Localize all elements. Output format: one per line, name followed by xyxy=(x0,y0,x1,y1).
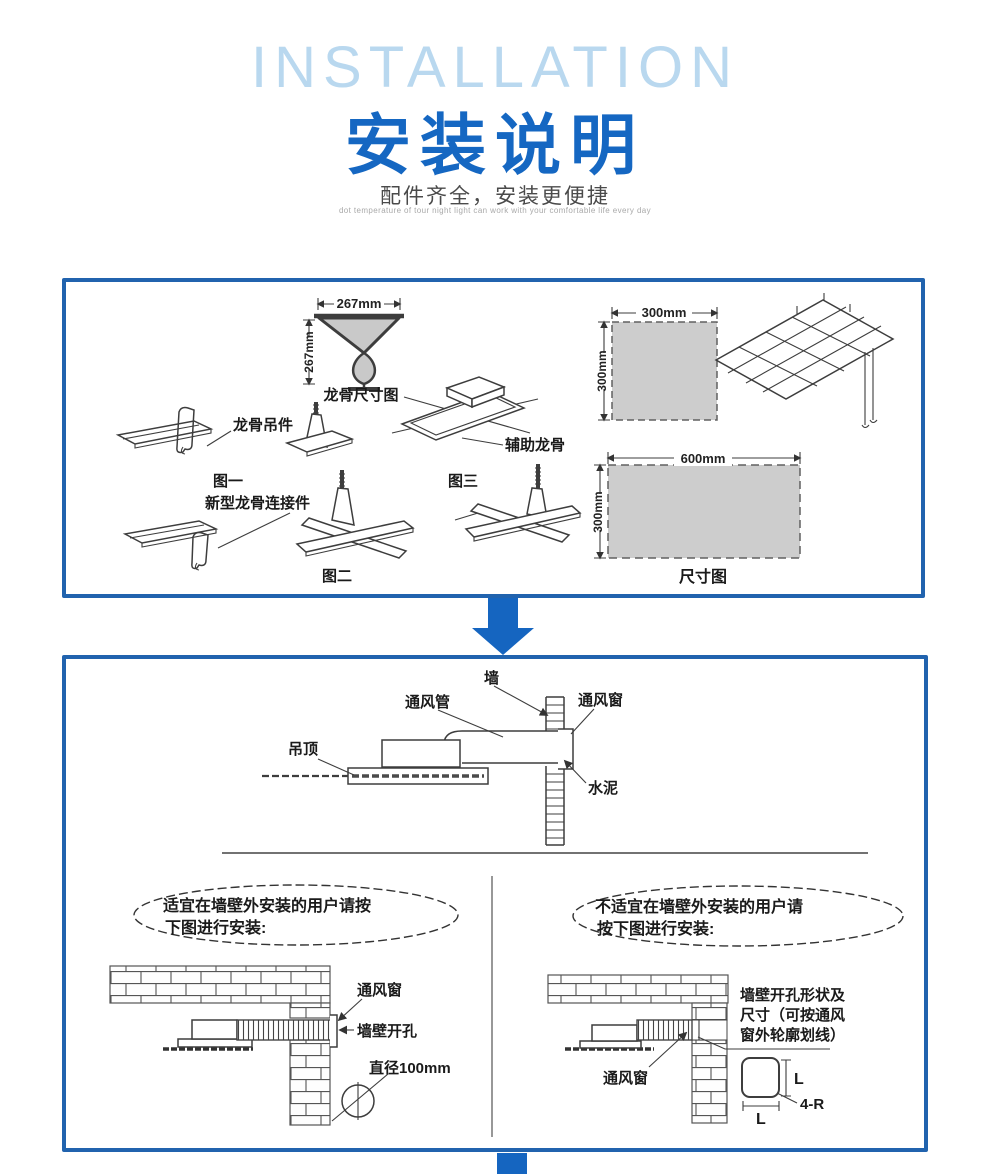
opening-note-line2: 尺寸（可按通风 xyxy=(740,1006,845,1024)
inside-callout-line2: 按下图进行安装: xyxy=(597,919,714,938)
label-keel-hanger: 龙骨吊件 xyxy=(232,416,293,434)
dim-600-width: 600mm xyxy=(681,451,726,466)
vent-installation-panel: 墙 通风管 通风窗 吊顶 水泥 适宜在墙壁外安装的用户请按 下图进行安装: xyxy=(62,655,928,1152)
figure2-crossed-rails: 图二 xyxy=(295,470,415,585)
wall-opening-hole xyxy=(691,1019,728,1041)
header-subtitle: 配件齐全，安装更便捷 xyxy=(380,185,610,208)
brick-wall-horizontal xyxy=(547,974,729,1004)
label-aux-keel: 辅助龙骨 xyxy=(505,436,565,454)
dim-600-height: 300mm xyxy=(591,491,605,532)
opening-note-line3: 窗外轮廓划线） xyxy=(740,1026,845,1044)
corrugated-duct xyxy=(636,1019,693,1041)
dim-l-vertical: L xyxy=(794,1071,804,1088)
label-fig3: 图三 xyxy=(448,473,478,490)
opening-note-line1: 墙壁开孔形状及 xyxy=(740,986,846,1004)
header-watermark: INSTALLATION xyxy=(251,35,739,100)
brick-wall-horizontal xyxy=(109,965,331,1004)
label-keel-connector: 新型龙骨连接件 xyxy=(205,494,310,512)
label-corner-radius: 4-R xyxy=(800,1096,824,1113)
label-vent-window-right: 通风窗 xyxy=(603,1069,648,1087)
dim-l-horizontal: L xyxy=(756,1111,766,1128)
keel-installation-panel: 267mm 267mm 龙骨尺寸图 龙骨吊件 图一 xyxy=(62,278,925,598)
inside-callout-line1: 不适宜在墙壁外安装的用户请 xyxy=(595,897,803,916)
label-fig2: 图二 xyxy=(322,568,352,585)
outside-install-section: 适宜在墙壁外安装的用户请按 下图进行安装: 通风窗 墙壁开孔 直径100mm xyxy=(109,884,459,1126)
label-ceiling: 吊顶 xyxy=(288,741,318,758)
figure3-aux-keel: 辅助龙骨 图三 xyxy=(391,376,565,490)
label-cement: 水泥 xyxy=(588,779,618,797)
label-diameter-100: 直径100mm xyxy=(369,1059,451,1077)
down-arrow-icon xyxy=(470,598,536,655)
outside-callout-line1: 适宜在墙壁外安装的用户请按 xyxy=(163,896,371,915)
panel-300-figure: 300mm 300mm xyxy=(595,305,719,422)
label-vent-window-left: 通风窗 xyxy=(357,981,402,999)
down-arrow-stub-icon xyxy=(497,1153,527,1174)
opening-shape-square xyxy=(741,1057,780,1098)
panel-600-figure: 600mm 300mm 尺寸图 xyxy=(591,450,802,586)
page-title: 安装说明 xyxy=(345,108,645,182)
label-size-caption: 尺寸图 xyxy=(679,567,727,586)
vent-diagram-canvas: 墙 通风管 通风窗 吊顶 水泥 适宜在墙壁外安装的用户请按 下图进行安装: xyxy=(109,669,904,1137)
outside-callout-line2: 下图进行安装: xyxy=(165,918,266,937)
ceiling-grid-figure xyxy=(714,293,895,429)
label-vent-pipe: 通风管 xyxy=(405,693,450,711)
label-wall: 墙 xyxy=(484,669,499,687)
figure1-keel-hanger: 龙骨吊件 图一 xyxy=(115,406,293,490)
dim-300-width: 300mm xyxy=(642,305,687,320)
label-wall-opening: 墙壁开孔 xyxy=(357,1022,417,1040)
label-vent-window-top: 通风窗 xyxy=(578,691,623,709)
keel-diagram-canvas: 267mm 267mm 龙骨尺寸图 龙骨吊件 图一 xyxy=(115,293,895,586)
label-keel-size-caption: 龙骨尺寸图 xyxy=(322,386,398,404)
hanger-on-rail-figure xyxy=(284,402,355,457)
dim-267-height: 267mm xyxy=(302,331,316,372)
dim-267-width: 267mm xyxy=(337,296,382,311)
inside-install-section: 不适宜在墙壁外安装的用户请 按下图进行安装: 通风窗 墙壁开孔形状及 尺寸（可按… xyxy=(547,885,904,1128)
label-fig1: 图一 xyxy=(213,473,243,490)
dim-300-height: 300mm xyxy=(595,350,609,391)
crossed-rails-figure xyxy=(454,464,582,543)
cross-section-figure: 墙 通风管 通风窗 吊顶 水泥 xyxy=(262,669,623,846)
header-tagline: dot temperature of tour night light can … xyxy=(338,206,652,215)
keel-connector-figure: 新型龙骨连接件 xyxy=(122,494,310,571)
corrugated-duct xyxy=(236,1019,333,1041)
keel-size-figure: 267mm 267mm 龙骨尺寸图 xyxy=(302,296,404,404)
